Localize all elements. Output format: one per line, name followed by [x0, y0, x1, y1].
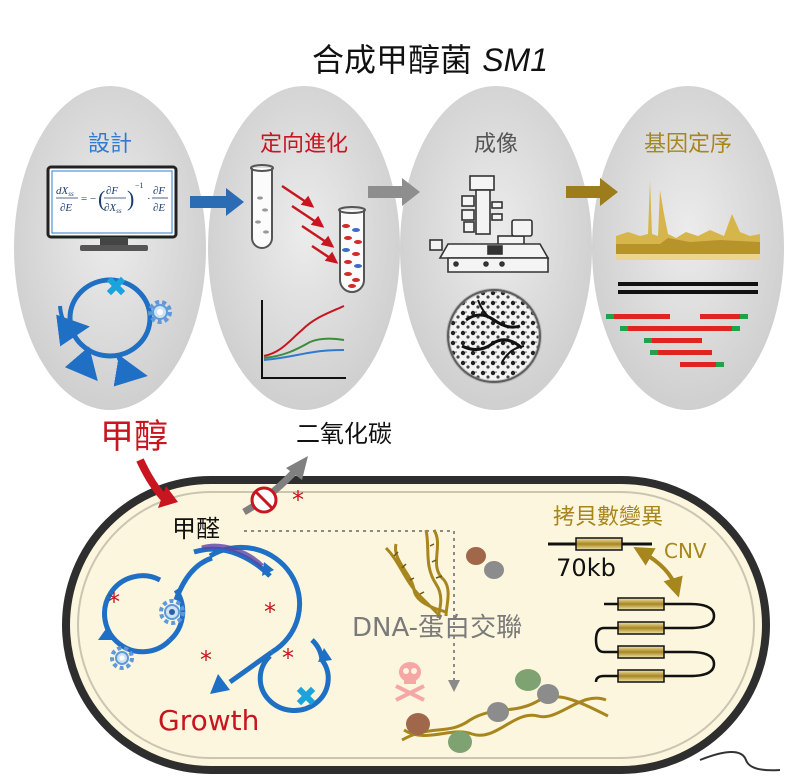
test-tube-empty: [250, 164, 274, 249]
mutation-asterisks: * * * *: [108, 588, 294, 674]
cycle-arrowhead-4: [318, 648, 332, 662]
cycle-arrowhead-3: [210, 674, 230, 694]
co2-asterisk: *: [292, 486, 304, 514]
protein-cluster-lower: [406, 669, 559, 753]
cycle-arrowhead-2: [98, 626, 114, 640]
dna-helix-upper: [384, 529, 450, 619]
svg-text:∂F: ∂F: [153, 185, 165, 197]
microscope-icon: [429, 175, 550, 273]
dna-protein-crosslink-label: DNA-蛋白交聯: [352, 613, 522, 643]
svg-text:∂F: ∂F: [106, 185, 118, 197]
coverage-plot: [616, 180, 760, 260]
sequencing-reads: [606, 314, 748, 367]
equation: dXss ∂E = − ( ∂F ∂Xss ) −1 · ∂F ∂E: [56, 181, 168, 215]
svg-text:dXss: dXss: [56, 185, 74, 198]
stage-label-sequencing: 基因定序: [644, 132, 732, 157]
co2-label: 二氧化碳: [296, 420, 392, 448]
growth-curve-plot: [261, 300, 346, 379]
oval-evolution: [208, 86, 400, 410]
svg-text:= −: = −: [81, 193, 96, 205]
co2-arrowhead: [286, 456, 308, 480]
amplified-array: [594, 597, 716, 683]
mutation-asterisk: *: [200, 646, 212, 674]
cross-icon: [296, 686, 316, 706]
cycle-arrowhead-1: [262, 562, 274, 576]
mutation-asterisk: *: [282, 644, 294, 672]
formaldehyde-flux: [201, 543, 264, 568]
arrow-imaging-to-sequencing: [566, 178, 618, 206]
crosslink-arrowhead: [448, 680, 460, 692]
mutation-asterisk: *: [264, 598, 276, 626]
stage-label-evolution: 定向進化: [260, 132, 348, 157]
gear-icon: [159, 599, 185, 625]
copy-number-label: 拷貝數變異: [553, 505, 663, 530]
monitor-icon: [46, 165, 178, 251]
formaldehyde-label: 甲醛: [172, 515, 220, 543]
segment-size-label: 70kb: [556, 554, 616, 582]
micrograph-icon: [446, 288, 542, 384]
cnv-label: CNV: [664, 539, 707, 563]
reference-genome: [618, 282, 758, 294]
svg-text:∂E: ∂E: [153, 202, 165, 214]
crosslink-path: [244, 530, 455, 682]
arrow-design-to-evolution: [190, 188, 244, 216]
cross-icon: [106, 276, 126, 296]
svg-text:): ): [127, 186, 134, 211]
methanol-label: 甲醇: [100, 417, 168, 457]
stage-label-design: 設計: [88, 132, 132, 157]
protein-pair-upper: [466, 547, 504, 579]
stage-arrows: [190, 178, 618, 216]
svg-text:∂E: ∂E: [60, 202, 72, 214]
growth-label: Growth: [158, 704, 259, 737]
figure-title: 合成甲醇菌 SM1: [312, 41, 548, 79]
svg-text:·: ·: [147, 193, 151, 205]
gear-icon: [148, 300, 172, 324]
svg-text:(: (: [98, 186, 105, 211]
flagellum: [699, 751, 781, 772]
evolution-arrows: [281, 184, 339, 264]
cnv-arrow: [633, 547, 683, 598]
arrow-evolution-to-imaging: [368, 178, 420, 206]
cnv-segment: [548, 537, 652, 551]
blocked-icon: [250, 486, 278, 514]
svg-text:∂Xss: ∂Xss: [104, 202, 122, 215]
mutation-asterisk: *: [108, 588, 120, 616]
stage-label-imaging: 成像: [474, 132, 518, 157]
skull-icon: [395, 662, 425, 702]
cell-inner-membrane: [77, 491, 755, 759]
test-tube-full: [338, 206, 366, 293]
methanol-arrowhead: [158, 486, 178, 508]
svg-text:−1: −1: [135, 181, 144, 190]
gear-icon: [110, 646, 134, 670]
